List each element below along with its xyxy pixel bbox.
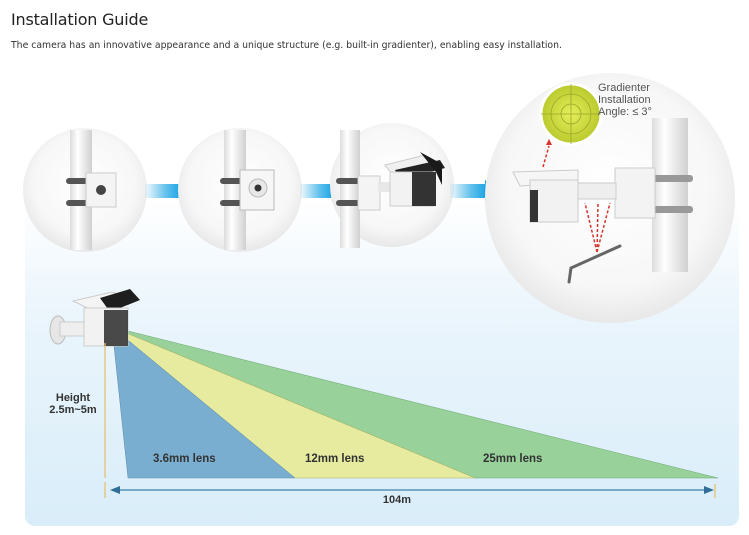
page-subtitle: The camera has an innovative appearance … <box>11 40 562 51</box>
height-label: Height <box>56 392 91 404</box>
lens-coverage: 3.6mm lens 12mm lens 25mm lens <box>111 326 719 479</box>
step-4-gradienter: Gradienter Installation Angle: ≤ 3° <box>485 73 735 323</box>
distance-label: 104m <box>383 494 411 506</box>
gradienter-label-1: Gradienter <box>598 82 650 94</box>
arrow-left-icon <box>110 486 120 494</box>
gradienter-label-2: Installation <box>598 94 651 106</box>
pole-icon <box>70 130 92 250</box>
camera-icon <box>512 169 579 223</box>
hex-key-icon <box>567 244 622 284</box>
pole-icon <box>340 130 360 248</box>
camera-icon <box>384 152 445 207</box>
height-indicator: Height 2.5m~5m <box>49 343 106 498</box>
mounted-camera <box>49 289 140 347</box>
height-range: 2.5m~5m <box>49 404 97 416</box>
pole-icon <box>224 130 246 250</box>
distance-indicator: 104m <box>110 484 716 506</box>
lens-label-12mm: 12mm lens <box>305 453 364 465</box>
dashed-pointers <box>584 202 611 253</box>
step-2-junction-box <box>178 128 302 252</box>
pole-icon <box>652 118 688 272</box>
page-title: Installation Guide <box>11 10 149 29</box>
step-1-mount-plate <box>23 128 147 252</box>
step-3-camera-mounted <box>330 123 454 248</box>
lens-label-25mm: 25mm lens <box>483 453 542 465</box>
junction-box-icon <box>614 167 656 219</box>
arrow-right-icon <box>704 486 714 494</box>
coverage-3-6mm <box>111 326 296 479</box>
lens-label-3-6mm: 3.6mm lens <box>153 453 216 465</box>
gradienter-label-3: Angle: ≤ 3° <box>598 106 652 118</box>
gradienter-level-icon <box>539 82 603 146</box>
